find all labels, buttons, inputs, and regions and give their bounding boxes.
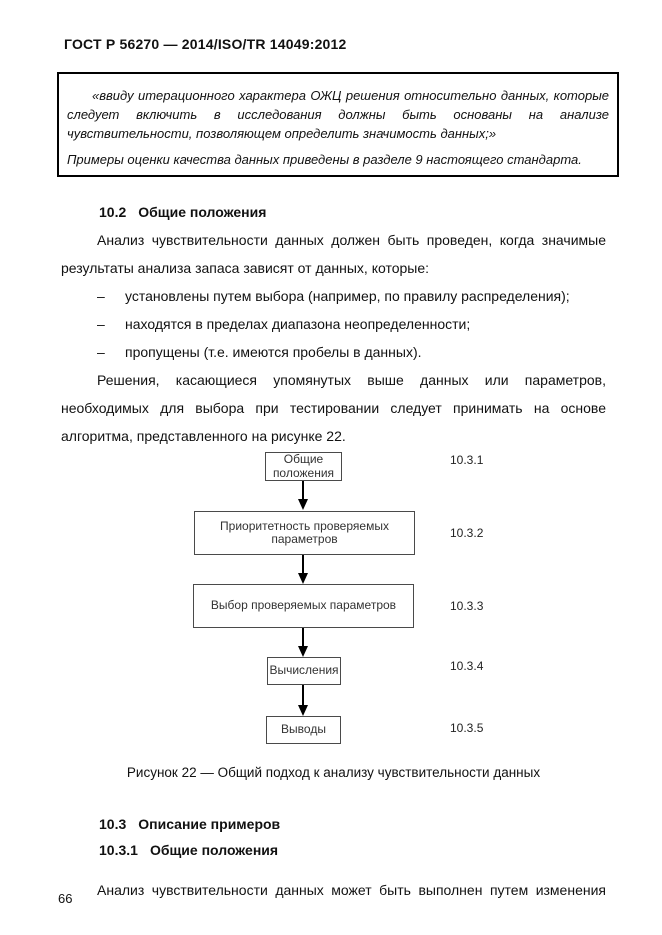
list-dash-marker: – <box>97 316 105 332</box>
flowchart-node-label: Выбор проверяемых параметров <box>210 598 397 613</box>
section-title: Описание примеров <box>138 816 281 832</box>
list-item: – пропущены (т.е. имеются пробелы в данны… <box>61 338 606 366</box>
flowchart-node-label: Общие положения <box>272 452 335 480</box>
section-heading-10-2: 10.2 Общие положения <box>99 204 266 220</box>
flowchart-node-general-provisions: Общие положения <box>265 452 342 481</box>
flowchart-ref-10-3-2: 10.3.2 <box>450 526 484 540</box>
paragraph: Решения, касающиеся упомянутых выше данн… <box>61 372 606 444</box>
flowchart-node-conclusions: Выводы <box>266 716 341 744</box>
section-heading-10-3: 10.3 Описание примеров <box>99 816 280 832</box>
quote-paragraph-1: «ввиду итерационного характера ОЖЦ решен… <box>67 88 609 141</box>
section-number: 10.3.1 <box>99 842 138 858</box>
list-dash-marker: – <box>97 344 105 360</box>
paragraph: Анализ чувствительности данных может быт… <box>97 882 606 898</box>
section-number: 10.2 <box>99 204 127 220</box>
list-item-text: пропущены (т.е. имеются пробелы в данных… <box>125 344 422 360</box>
section-heading-10-3-1: 10.3.1 Общие положения <box>99 842 278 858</box>
section-title: Общие положения <box>138 204 267 220</box>
arrow-down-icon <box>298 646 308 657</box>
flowchart-node-priority-of-tested-parameters: Приоритетность проверяемых параметров <box>194 511 415 555</box>
flowchart-node-label: Выводы <box>281 722 326 737</box>
flow-arrow-line <box>302 628 304 646</box>
flowchart-node-calculations: Вычисления <box>267 657 341 685</box>
paragraph: Анализ чувствительности данных должен бы… <box>61 232 606 276</box>
flowchart-node-label: Вычисления <box>269 663 339 678</box>
section-title: Общие положения <box>149 842 279 858</box>
quote-paragraph-2: Примеры оценки качества данных приведены… <box>67 152 582 167</box>
section-number: 10.3 <box>99 816 127 832</box>
flowchart-node-label: Приоритетность проверяемых параметров <box>220 518 389 546</box>
flow-arrow-line <box>302 481 304 499</box>
flowchart-ref-10-3-4: 10.3.4 <box>450 659 484 673</box>
list-item-text: находятся в пределах диапазона неопредел… <box>125 316 471 332</box>
flowchart-ref-10-3-1: 10.3.1 <box>450 453 484 467</box>
arrow-down-icon <box>298 499 308 510</box>
figure-22-caption: Рисунок 22 — Общий подход к анализу чувс… <box>126 765 541 780</box>
section-10-2-body: Анализ чувствительности данных должен бы… <box>61 226 606 450</box>
list-item-text: установлены путем выбора (например, по п… <box>125 288 570 304</box>
quote-box: «ввиду итерационного характера ОЖЦ решен… <box>57 72 619 177</box>
flowchart-node-selection-of-tested-parameters: Выбор проверяемых параметров <box>193 584 414 628</box>
flowchart-ref-10-3-3: 10.3.3 <box>450 599 484 613</box>
list-dash-marker: – <box>97 288 105 304</box>
list-item: – установлены путем выбора (например, по … <box>61 282 606 310</box>
list-item: – находятся в пределах диапазона неопреде… <box>61 310 606 338</box>
arrow-down-icon <box>298 705 308 716</box>
page-number: 66 <box>58 891 73 906</box>
arrow-down-icon <box>298 573 308 584</box>
document-title: ГОСТ Р 56270 — 2014/ISO/TR 14049:2012 <box>64 36 347 52</box>
flow-arrow-line <box>302 555 304 573</box>
flowchart-ref-10-3-5: 10.3.5 <box>450 721 484 735</box>
flow-arrow-line <box>302 685 304 705</box>
